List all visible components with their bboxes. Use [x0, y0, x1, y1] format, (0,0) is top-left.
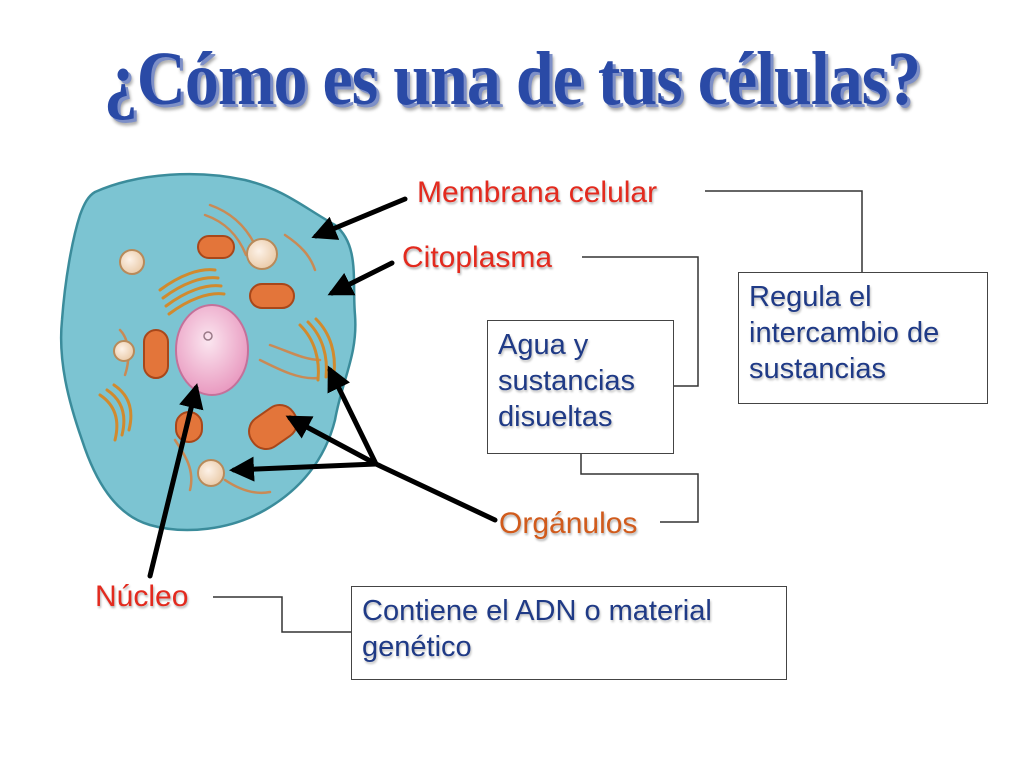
box-citoplasma-description: Agua y sustancias disueltas [487, 320, 674, 454]
endoplasmic-reticulum [118, 203, 322, 495]
label-membrana-celular: Membrana celular [417, 176, 658, 209]
mitochondria [143, 235, 298, 450]
golgi-apparatus [98, 268, 336, 442]
box-membrana-description: Regula el intercambio de sustancias [738, 272, 988, 404]
arrow-organulos-1 [327, 365, 379, 467]
page-title: ¿Cómo es una de tus células? [103, 35, 921, 121]
box-nucleo-description: Contiene el ADN o material genético [351, 586, 787, 680]
label-citoplasma: Citoplasma [402, 241, 553, 274]
label-organulos: Orgánulos [499, 507, 638, 540]
arrow-nucleo [147, 383, 204, 579]
arrow-organulos-stem [373, 461, 498, 523]
label-nucleo: Núcleo [95, 580, 189, 613]
vesicles [113, 238, 278, 487]
connector-lines [213, 190, 863, 633]
arrow-organulos-2 [285, 415, 379, 467]
arrow-membrana [311, 196, 408, 240]
connector-membrana [705, 190, 863, 272]
pointer-arrows [147, 196, 498, 579]
arrow-citoplasma [327, 260, 395, 296]
connector-organulos [580, 452, 699, 523]
nucleus-shape [175, 304, 249, 396]
arrow-organulos-3 [229, 456, 379, 482]
connector-nucleo [213, 596, 352, 633]
connector-citoplasma [582, 256, 699, 387]
